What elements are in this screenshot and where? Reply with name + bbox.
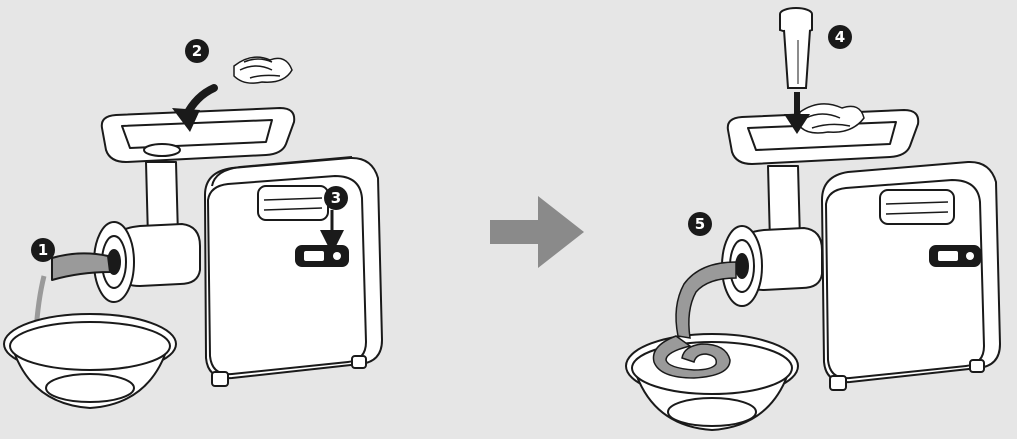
left-meat-chunks (234, 57, 292, 83)
right-arrow-icon (490, 196, 584, 268)
left-handle-slot (258, 186, 328, 220)
right-meat-grinder (626, 110, 1000, 430)
step-5-badge: 5 (688, 212, 712, 236)
right-meat-output (653, 262, 736, 378)
left-meat-grinder (4, 108, 382, 408)
right-handle-slot (880, 190, 954, 224)
right-food-pusher (780, 8, 812, 88)
step-4-badge: 4 (828, 25, 852, 49)
step-3-badge: 3 (324, 186, 348, 210)
step-2-badge: 2 (185, 39, 209, 63)
step-1-badge: 1 (31, 238, 55, 262)
